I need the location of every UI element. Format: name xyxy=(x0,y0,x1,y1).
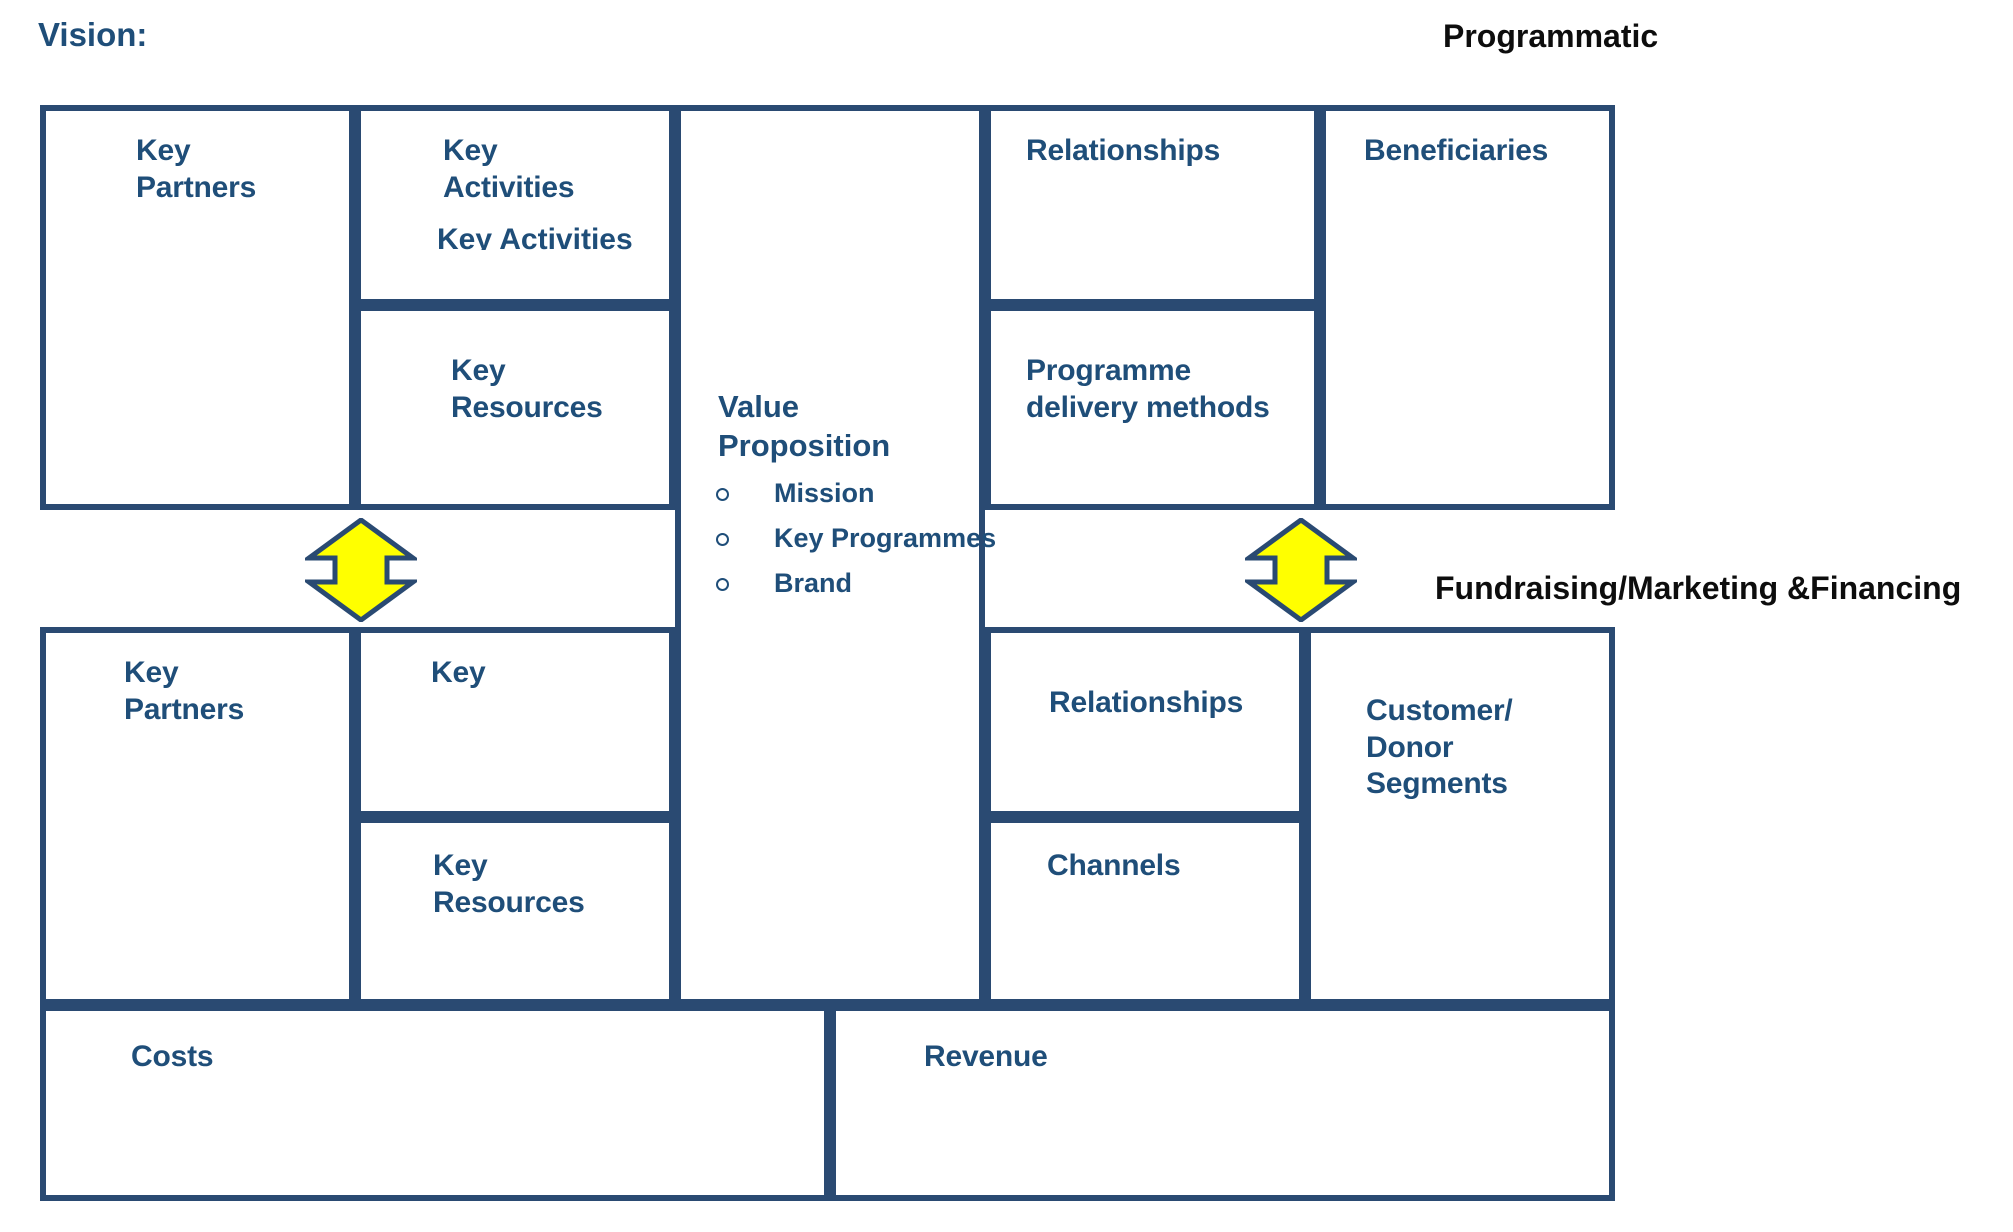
customer-donor-segments-label: Customer/ Donor Segments xyxy=(1366,694,1513,801)
fundraising-key-activities-box[interactable]: Key xyxy=(355,627,675,817)
fundraising-relationships-label: Relationships xyxy=(1049,686,1244,719)
value-proposition-bullet-list: Mission Key Programmes Brand xyxy=(712,478,1132,613)
costs-label: Costs xyxy=(131,1040,214,1073)
value-proposition-bullet-mission: Mission xyxy=(712,478,1132,510)
value-proposition-title: Value Proposition xyxy=(718,389,891,463)
channels-label: Channels xyxy=(1047,849,1181,882)
beneficiaries-label: Beneficiaries xyxy=(1364,134,1549,167)
programme-delivery-methods-label: Programme delivery methods xyxy=(1026,354,1270,424)
programmatic-key-activities-ghost-label: Key Activities xyxy=(437,225,633,250)
value-proposition-bullet-key-programmes: Key Programmes xyxy=(712,523,1132,555)
programmatic-relationships-label: Relationships xyxy=(1026,134,1221,167)
programmatic-relationships-box[interactable]: Relationships xyxy=(985,105,1320,305)
programmatic-key-partners-box[interactable]: Key Partners xyxy=(40,105,355,510)
fundraising-key-partners-label: Key Partners xyxy=(124,656,245,726)
programme-delivery-methods-box[interactable]: Programme delivery methods xyxy=(985,305,1320,510)
up-down-arrow-icon-right xyxy=(1245,518,1357,622)
programmatic-key-resources-box[interactable]: Key Resources xyxy=(355,305,675,510)
vision-heading: Vision: xyxy=(38,16,148,53)
fundraising-key-resources-label: Key Resources xyxy=(433,849,585,919)
fundraising-key-partners-box[interactable]: Key Partners xyxy=(40,627,355,1005)
fundraising-key-activities-label: Key xyxy=(431,656,486,689)
beneficiaries-box[interactable]: Beneficiaries xyxy=(1320,105,1615,510)
revenue-label: Revenue xyxy=(924,1040,1048,1073)
revenue-box[interactable]: Revenue xyxy=(830,1005,1615,1201)
fundraising-key-resources-box[interactable]: Key Resources xyxy=(355,817,675,1005)
channels-box[interactable]: Channels xyxy=(985,817,1305,1005)
costs-box[interactable]: Costs xyxy=(40,1005,830,1201)
up-down-arrow-icon-left xyxy=(305,518,417,622)
customer-donor-segments-box[interactable]: Customer/ Donor Segments xyxy=(1305,627,1615,1005)
programmatic-label: Programmatic xyxy=(1443,18,1659,54)
value-proposition-box[interactable] xyxy=(675,105,985,1005)
value-proposition-bullet-brand: Brand xyxy=(712,568,1132,600)
programmatic-key-activities-box[interactable]: Key Activities xyxy=(355,105,675,305)
programmatic-key-partners-label: Key Partners xyxy=(136,134,257,204)
fundraising-marketing-financing-label: Fundraising/Marketing &Financing xyxy=(1435,570,1962,606)
programmatic-key-activities-label: Key Activities xyxy=(443,134,575,204)
fundraising-relationships-box[interactable]: Relationships xyxy=(985,627,1305,817)
programmatic-key-resources-label: Key Resources xyxy=(451,354,603,424)
